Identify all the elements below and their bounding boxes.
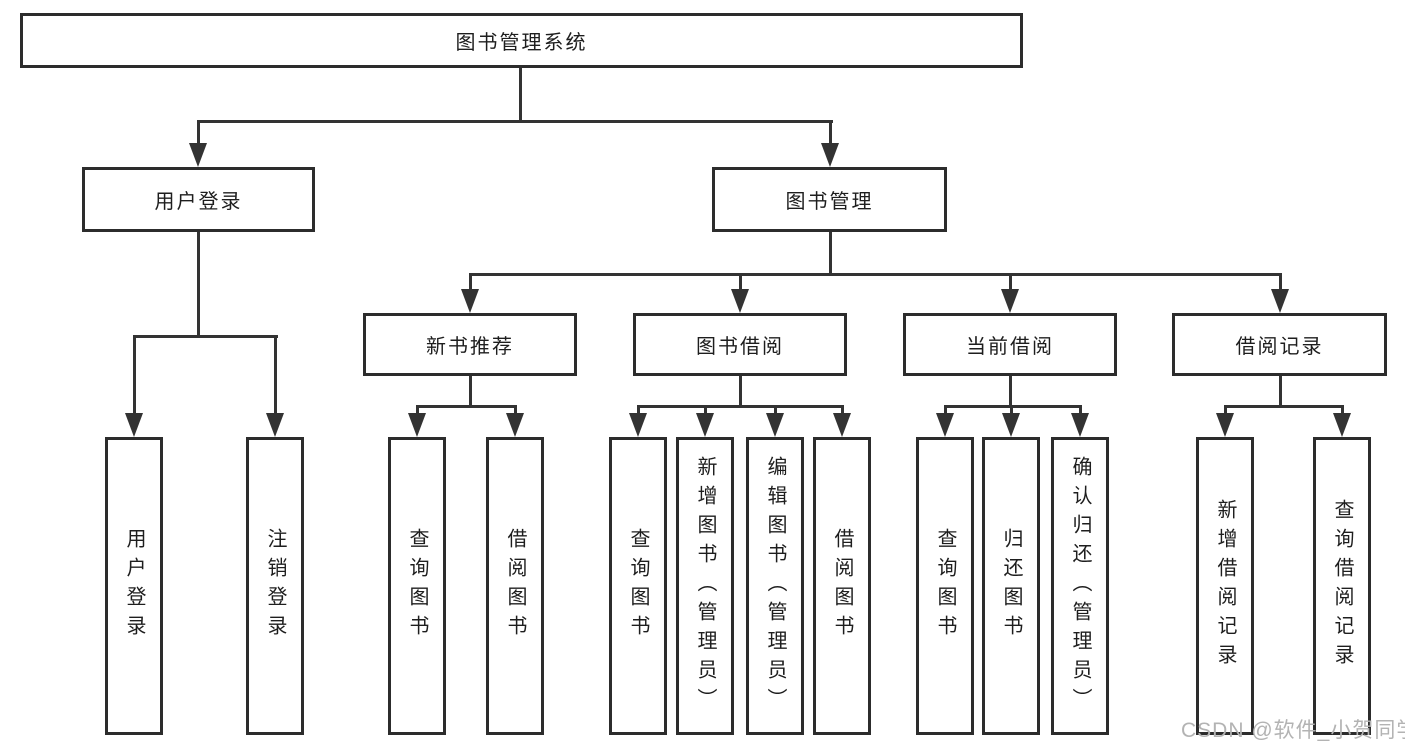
arrow-down-icon <box>1271 289 1289 313</box>
arrow-down-icon <box>266 413 284 437</box>
leaf-edit-book-admin: 编辑图书（管理员） <box>746 437 804 735</box>
leaf-label: 借阅图书 <box>831 528 853 644</box>
arrow-down-icon <box>936 413 954 437</box>
connector-line <box>1279 273 1282 291</box>
connector-line <box>197 232 200 335</box>
leaf-label: 查询借阅记录 <box>1331 499 1353 673</box>
connector-line <box>469 273 472 291</box>
connector-line <box>1279 376 1282 405</box>
node-book-management: 图书管理 <box>712 167 947 232</box>
connector-line <box>1224 405 1227 417</box>
connector-line <box>637 405 844 408</box>
leaf-label: 编辑图书（管理员） <box>764 455 786 717</box>
connector-line <box>519 68 522 120</box>
connector-line <box>944 405 947 417</box>
connector-line <box>133 335 278 338</box>
connector-line <box>704 405 707 417</box>
connector-line <box>1010 405 1013 417</box>
arrow-down-icon <box>506 413 524 437</box>
leaf-confirm-return-admin: 确认归还（管理员） <box>1051 437 1109 735</box>
node-borrowing-records: 借阅记录 <box>1172 313 1387 376</box>
connector-line <box>469 273 1282 276</box>
arrow-down-icon <box>1216 413 1234 437</box>
arrow-down-icon <box>821 143 839 167</box>
connector-line <box>1224 405 1344 408</box>
leaf-return-book: 归还图书 <box>982 437 1040 735</box>
leaf-label: 查询图书 <box>406 528 428 644</box>
arrow-down-icon <box>1333 413 1351 437</box>
leaf-label: 用户登录 <box>123 528 145 644</box>
node-label: 图书管理系统 <box>455 32 588 54</box>
connector-line <box>1341 405 1344 417</box>
node-label: 用户登录 <box>154 191 243 213</box>
arrow-down-icon <box>1002 413 1020 437</box>
arrow-down-icon <box>766 413 784 437</box>
leaf-logout: 注销登录 <box>246 437 304 735</box>
connector-line <box>133 335 136 415</box>
connector-line <box>197 120 200 144</box>
connector-line <box>1079 405 1082 417</box>
node-library-management-system: 图书管理系统 <box>20 13 1023 68</box>
arrow-down-icon <box>731 289 749 313</box>
arrow-down-icon <box>1071 413 1089 437</box>
watermark-text: CSDN @软件_小贺同学 <box>1181 719 1405 742</box>
leaf-borrow-book: 借阅图书 <box>813 437 871 735</box>
leaf-label: 查询图书 <box>627 528 649 644</box>
leaf-label: 新增借阅记录 <box>1214 499 1236 673</box>
leaf-query-book: 查询图书 <box>609 437 667 735</box>
leaf-add-book-admin: 新增图书（管理员） <box>676 437 734 735</box>
leaf-query-borrow-record: 查询借阅记录 <box>1313 437 1371 735</box>
leaf-label: 借阅图书 <box>504 528 526 644</box>
node-label: 图书管理 <box>785 191 874 213</box>
connector-line <box>739 273 742 291</box>
leaf-user-login: 用户登录 <box>105 437 163 735</box>
arrow-down-icon <box>189 143 207 167</box>
connector-line <box>829 120 832 144</box>
connector-line <box>416 405 419 417</box>
connector-line <box>829 232 832 273</box>
leaf-label: 注销登录 <box>264 528 286 644</box>
connector-line <box>416 405 517 408</box>
arrow-down-icon <box>833 413 851 437</box>
connector-line <box>274 335 277 415</box>
connector-line <box>469 376 472 405</box>
node-current-borrowing: 当前借阅 <box>903 313 1117 376</box>
arrow-down-icon <box>1001 289 1019 313</box>
connector-line <box>944 405 1082 408</box>
connector-line <box>1009 273 1012 291</box>
node-user-login: 用户登录 <box>82 167 315 232</box>
arrow-down-icon <box>461 289 479 313</box>
leaf-label: 新增图书（管理员） <box>694 455 716 717</box>
leaf-label: 归还图书 <box>1000 528 1022 644</box>
leaf-query-book: 查询图书 <box>916 437 974 735</box>
leaf-borrow-book: 借阅图书 <box>486 437 544 735</box>
arrow-down-icon <box>125 413 143 437</box>
node-label: 新书推荐 <box>426 336 514 358</box>
leaf-label: 查询图书 <box>934 528 956 644</box>
arrow-down-icon <box>629 413 647 437</box>
connector-line <box>739 376 742 405</box>
node-label: 借阅记录 <box>1235 336 1324 358</box>
arrow-down-icon <box>408 413 426 437</box>
connector-line <box>841 405 844 417</box>
arrow-down-icon <box>696 413 714 437</box>
connector-line <box>1009 376 1012 405</box>
node-label: 图书借阅 <box>696 336 784 358</box>
connector-line <box>514 405 517 417</box>
leaf-query-book: 查询图书 <box>388 437 446 735</box>
node-new-book-recommend: 新书推荐 <box>363 313 577 376</box>
connector-line <box>774 405 777 417</box>
leaf-label: 确认归还（管理员） <box>1069 455 1091 717</box>
node-book-borrowing: 图书借阅 <box>633 313 847 376</box>
leaf-add-borrow-record: 新增借阅记录 <box>1196 437 1254 735</box>
connector-line <box>197 120 833 123</box>
node-label: 当前借阅 <box>966 336 1054 358</box>
connector-line <box>637 405 640 417</box>
